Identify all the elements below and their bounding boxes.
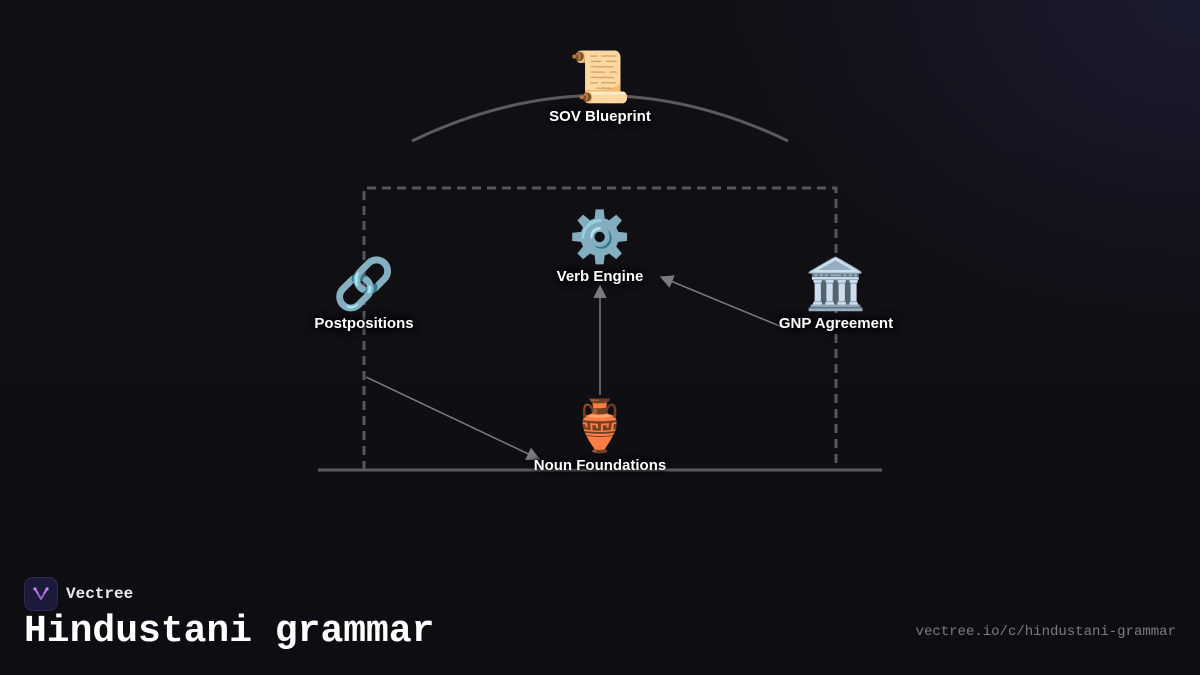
node-postpositions[interactable]: 🔗 Postpositions: [274, 255, 454, 332]
scroll-icon: 📜: [568, 48, 632, 106]
node-label: Verb Engine: [556, 268, 644, 285]
brand[interactable]: Vectree: [24, 577, 133, 611]
dashed-frame: [362, 186, 838, 470]
classical-building-icon: 🏛️: [804, 255, 868, 313]
brand-name: Vectree: [66, 585, 134, 603]
node-noun-foundations[interactable]: 🏺 Noun Foundations: [510, 397, 690, 474]
node-label: SOV Blueprint: [549, 108, 651, 125]
link-icon: 🔗: [332, 255, 396, 313]
node-label: Noun Foundations: [533, 457, 667, 474]
page-title: Hindustani grammar: [24, 610, 435, 653]
amphora-icon: 🏺: [568, 397, 632, 455]
node-gnp-agreement[interactable]: 🏛️ GNP Agreement: [746, 255, 926, 332]
node-label: GNP Agreement: [778, 315, 894, 332]
node-sov-blueprint[interactable]: 📜 SOV Blueprint: [510, 48, 690, 125]
vectree-logo-icon: [24, 577, 58, 611]
gear-icon: ⚙️: [568, 208, 632, 266]
page-url[interactable]: vectree.io/c/hindustani-grammar: [915, 624, 1176, 640]
roof-arc: [411, 94, 789, 143]
node-verb-engine[interactable]: ⚙️ Verb Engine: [510, 208, 690, 285]
edge-gnp-to-verb: [659, 275, 783, 328]
node-label: Postpositions: [314, 315, 414, 332]
edge-postpositions-to-noun: [365, 376, 541, 460]
